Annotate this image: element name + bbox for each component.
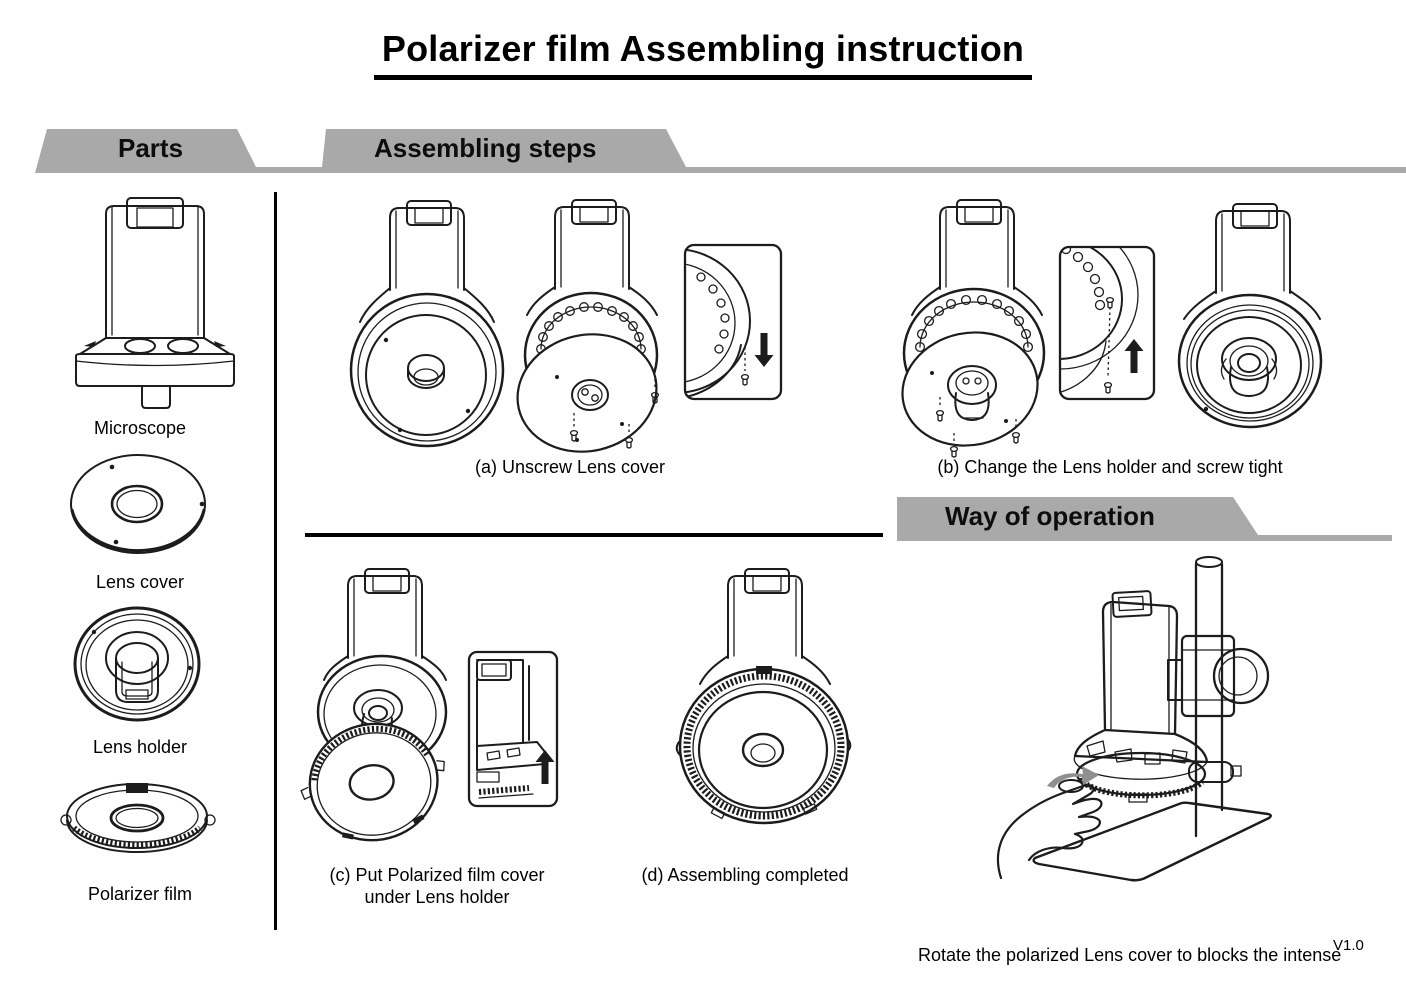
step-b-microscope-holder-illustration <box>1177 203 1323 429</box>
lens-holder-part-illustration <box>73 606 201 722</box>
inset-a-detail <box>685 248 751 399</box>
step-a-microscope-open-illustration <box>516 199 660 453</box>
step-b-inset-panel <box>1058 245 1156 401</box>
polarizer-film-part-illustration <box>60 783 216 853</box>
inset-b-detail <box>1060 247 1139 396</box>
operation-note-line1: Rotate the polarized Lens cover to block… <box>918 945 1342 965</box>
step-b-caption: (b) Change the Lens holder and screw tig… <box>937 457 1283 477</box>
up-arrow-icon <box>535 750 555 784</box>
part-label-lens-holder: Lens holder <box>92 737 188 757</box>
rotate-arrow-icon <box>1047 766 1099 788</box>
step-a-caption: (a) Unscrew Lens cover <box>474 457 666 477</box>
assembling-heading: Assembling steps <box>374 133 597 163</box>
part-label-polarizer-film: Polarizer film <box>87 884 193 904</box>
part-label-lens-cover: Lens cover <box>95 572 185 592</box>
step-a-inset-panel <box>683 243 783 401</box>
step-c-microscope-polarizer-illustration <box>300 568 448 842</box>
step-d-caption: (d) Assembling completed <box>641 865 849 885</box>
step-c-caption-line2: under Lens holder <box>364 887 510 907</box>
up-arrow-icon <box>1124 339 1144 373</box>
parts-heading: Parts <box>118 133 184 163</box>
operation-heading: Way of operation <box>945 501 1155 531</box>
step-a-microscope-closed-illustration <box>349 200 505 448</box>
vertical-divider <box>274 192 277 930</box>
part-label-microscope: Microscope <box>93 418 187 438</box>
step-b-microscope-open-illustration <box>901 199 1046 458</box>
lens-cover-part-illustration <box>70 454 206 554</box>
microscope-part-illustration <box>75 197 235 409</box>
step-c-caption: (c) Put Polarized film cover under Lens … <box>312 864 562 908</box>
page-title: Polarizer film Assembling instruction <box>0 28 1406 80</box>
led-ring <box>914 294 1034 353</box>
polarizer-disc <box>300 722 445 842</box>
page-title-text: Polarizer film Assembling instruction <box>373 28 1033 80</box>
assembling-section-banner: Assembling steps <box>319 129 1406 173</box>
operation-stand-illustration <box>996 556 1272 882</box>
operation-section-banner: Way of operation <box>897 497 1392 541</box>
horizontal-divider <box>305 533 883 537</box>
parts-section-banner: Parts <box>35 129 330 173</box>
down-arrow-icon <box>754 333 774 367</box>
step-c-caption-line1: (c) Put Polarized film cover <box>329 865 545 885</box>
version-label: V1.0 <box>1333 937 1364 954</box>
step-c-inset-panel <box>467 650 559 808</box>
hand-outline <box>996 784 1103 880</box>
step-d-completed-illustration <box>675 568 852 825</box>
operation-note: Rotate the polarized Lens cover to block… <box>918 890 1341 995</box>
